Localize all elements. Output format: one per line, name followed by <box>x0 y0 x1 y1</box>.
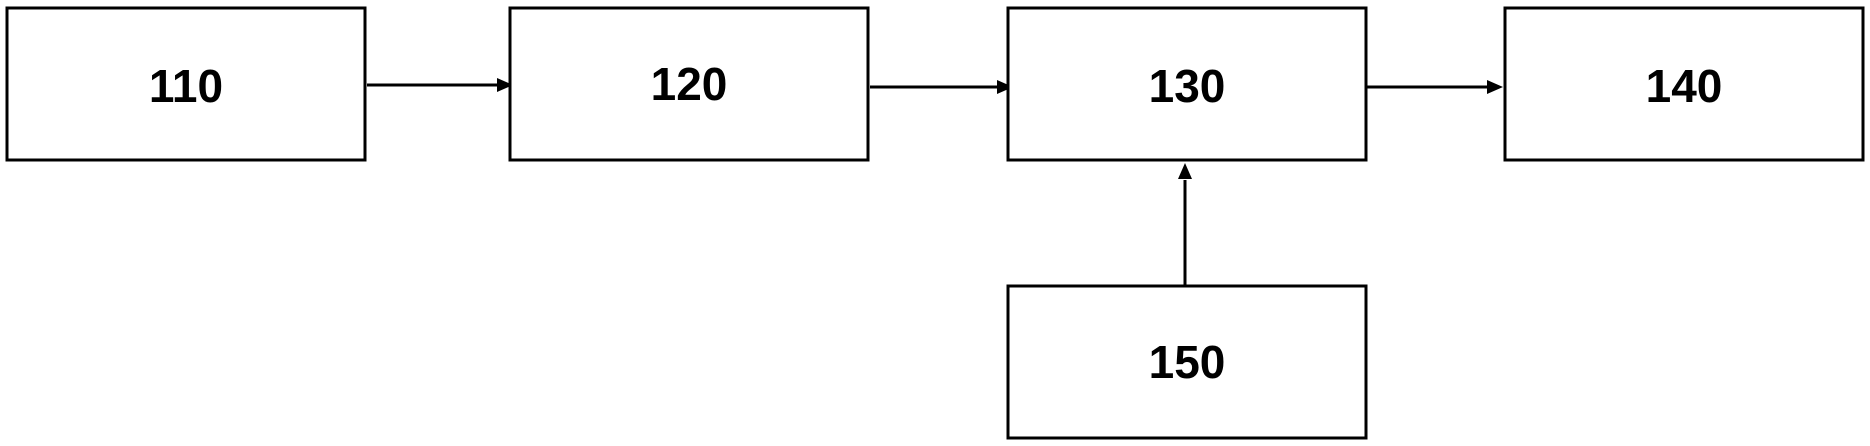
block-120-label: 120 <box>651 58 728 110</box>
connector-120-130 <box>870 80 1013 94</box>
connector-130-140 <box>1367 80 1503 94</box>
block-110: 110 <box>5 6 367 162</box>
block-130: 130 <box>1006 6 1368 162</box>
block-130-label: 130 <box>1149 60 1226 112</box>
block-110-label: 110 <box>149 60 223 112</box>
block-120: 120 <box>508 6 870 162</box>
connector-150-130 <box>1178 163 1192 285</box>
block-150: 150 <box>1006 284 1368 440</box>
connector-110-120 <box>367 78 513 92</box>
block-140-label: 140 <box>1646 60 1723 112</box>
block-140: 140 <box>1503 6 1865 162</box>
block-150-label: 150 <box>1149 336 1226 388</box>
